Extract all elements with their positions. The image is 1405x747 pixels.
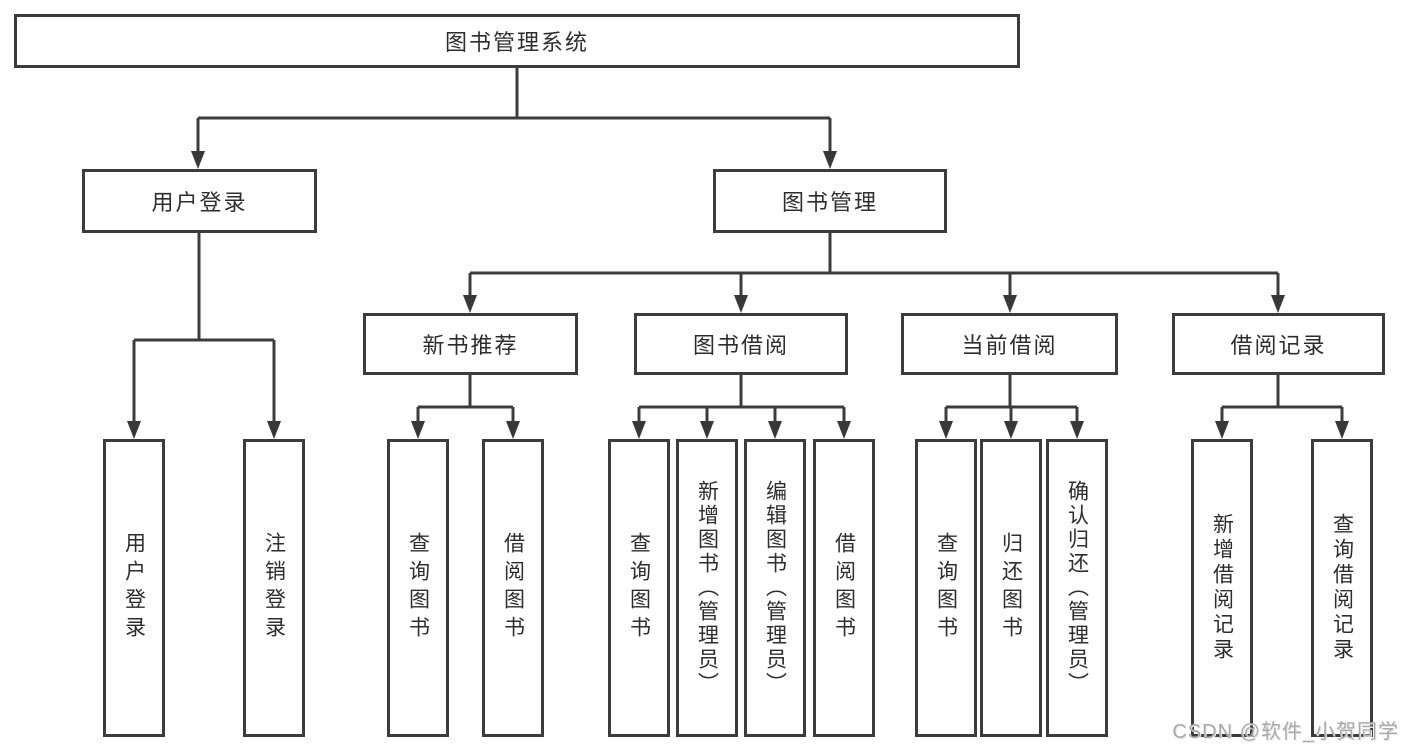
node-current-borrowing: 当前借阅 xyxy=(901,313,1118,375)
leaf-query-books-current: 查询图书 xyxy=(915,439,977,737)
leaf-borrow-books-recommendation: 借阅图书 xyxy=(482,439,544,737)
arrow-down-icon xyxy=(768,421,782,439)
arrow-down-icon xyxy=(1215,421,1229,439)
arrow-down-icon xyxy=(1003,295,1017,313)
node-new-book-recommendation: 新书推荐 xyxy=(363,313,578,375)
leaf-add-books-admin: 新增图书（管理员） xyxy=(676,439,738,737)
node-library-management-system: 图书管理系统 xyxy=(14,14,1020,68)
arrow-down-icon xyxy=(632,421,646,439)
arrow-down-icon xyxy=(734,295,748,313)
arrow-down-icon xyxy=(1070,421,1084,439)
arrow-down-icon xyxy=(463,295,477,313)
leaf-confirm-return-admin: 确认归还（管理员） xyxy=(1046,439,1108,737)
arrow-down-icon xyxy=(1271,295,1285,313)
leaf-return-books: 归还图书 xyxy=(980,439,1042,737)
arrowhead-icons xyxy=(127,151,1349,439)
arrow-down-icon xyxy=(191,151,205,169)
arrow-down-icon xyxy=(127,421,141,439)
arrow-down-icon xyxy=(837,421,851,439)
leaf-user-login: 用户登录 xyxy=(103,439,165,737)
arrow-down-icon xyxy=(1004,421,1018,439)
leaf-logout: 注销登录 xyxy=(243,439,305,737)
arrow-down-icon xyxy=(823,151,837,169)
node-book-borrowing: 图书借阅 xyxy=(634,313,848,375)
watermark: CSDN @软件_小贺同学 xyxy=(1172,721,1399,743)
leaf-edit-books-admin: 编辑图书（管理员） xyxy=(744,439,806,737)
node-borrowing-records: 借阅记录 xyxy=(1172,313,1385,375)
leaf-query-books-borrowing: 查询图书 xyxy=(608,439,670,737)
arrow-down-icon xyxy=(267,421,281,439)
arrow-down-icon xyxy=(411,421,425,439)
leaf-query-borrowing-record: 查询借阅记录 xyxy=(1311,439,1373,737)
arrow-down-icon xyxy=(700,421,714,439)
leaf-query-books-recommendation: 查询图书 xyxy=(387,439,449,737)
arrow-down-icon xyxy=(506,421,520,439)
arrow-down-icon xyxy=(1335,421,1349,439)
arrow-down-icon xyxy=(939,421,953,439)
leaf-borrow-books: 借阅图书 xyxy=(813,439,875,737)
node-user-login: 用户登录 xyxy=(82,169,317,233)
node-book-management: 图书管理 xyxy=(713,169,947,233)
leaf-add-borrowing-record: 新增借阅记录 xyxy=(1191,439,1253,737)
